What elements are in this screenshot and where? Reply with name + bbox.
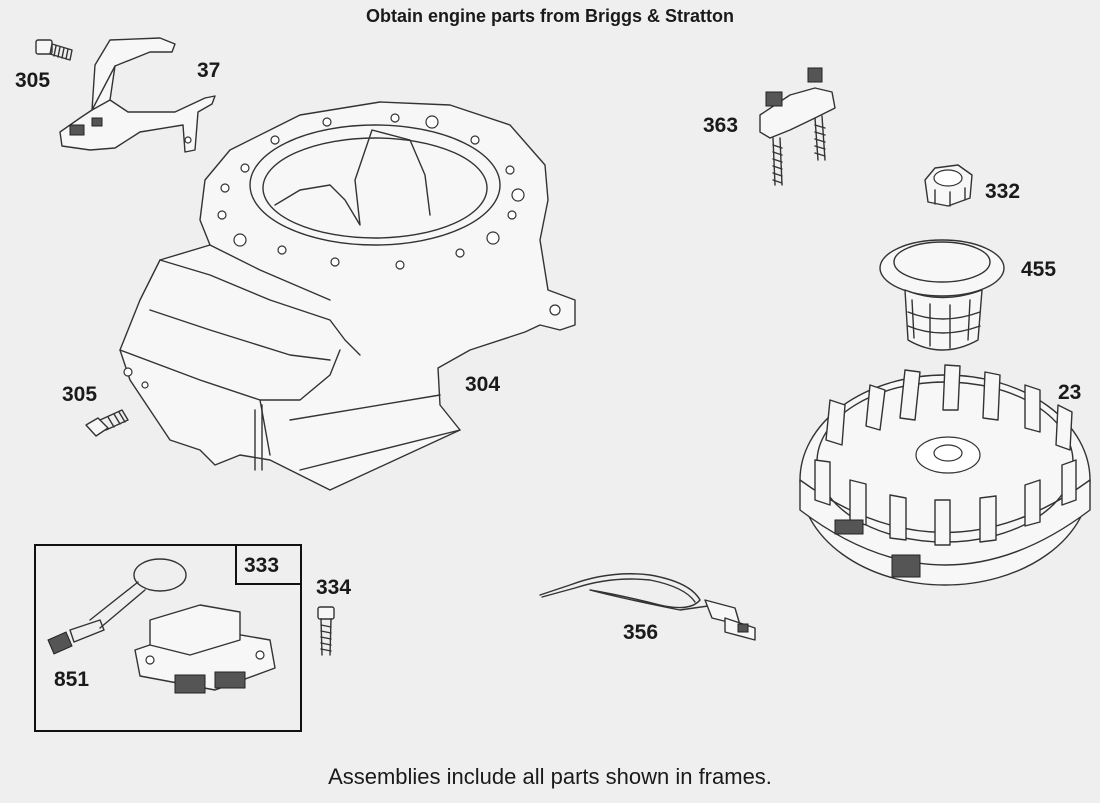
callout-363: 363 [703,114,739,137]
screw-334 [317,606,335,656]
wire-356 [539,573,756,641]
callout-304: 304 [465,373,501,396]
ignition-module [47,558,276,694]
housing-bolt-holes [123,113,561,389]
nut-332 [924,164,973,207]
blower-housing-304 [119,101,576,491]
diagram-title: Obtain engine parts from Briggs & Stratt… [365,6,735,26]
bolt-305-lower [85,409,129,437]
frame-note: Assemblies include all parts shown in fr… [328,764,772,789]
callout-305-lower: 305 [62,383,98,406]
cup-455 [879,239,1005,351]
callout-334: 334 [316,576,352,599]
callout-332: 332 [985,180,1021,203]
assembly-frame-333 [34,544,302,732]
bracket-363 [759,67,836,186]
callout-37: 37 [197,59,221,82]
flywheel-fins [814,364,1077,546]
callout-333: 333 [244,554,280,577]
callout-305-upper: 305 [15,69,51,92]
callout-851: 851 [54,668,90,691]
flywheel-23 [799,364,1091,586]
bolt-305-upper [35,39,73,61]
callout-356: 356 [623,621,659,644]
callout-455: 455 [1021,258,1057,281]
callout-23: 23 [1058,381,1082,404]
air-guide-37 [59,37,216,153]
